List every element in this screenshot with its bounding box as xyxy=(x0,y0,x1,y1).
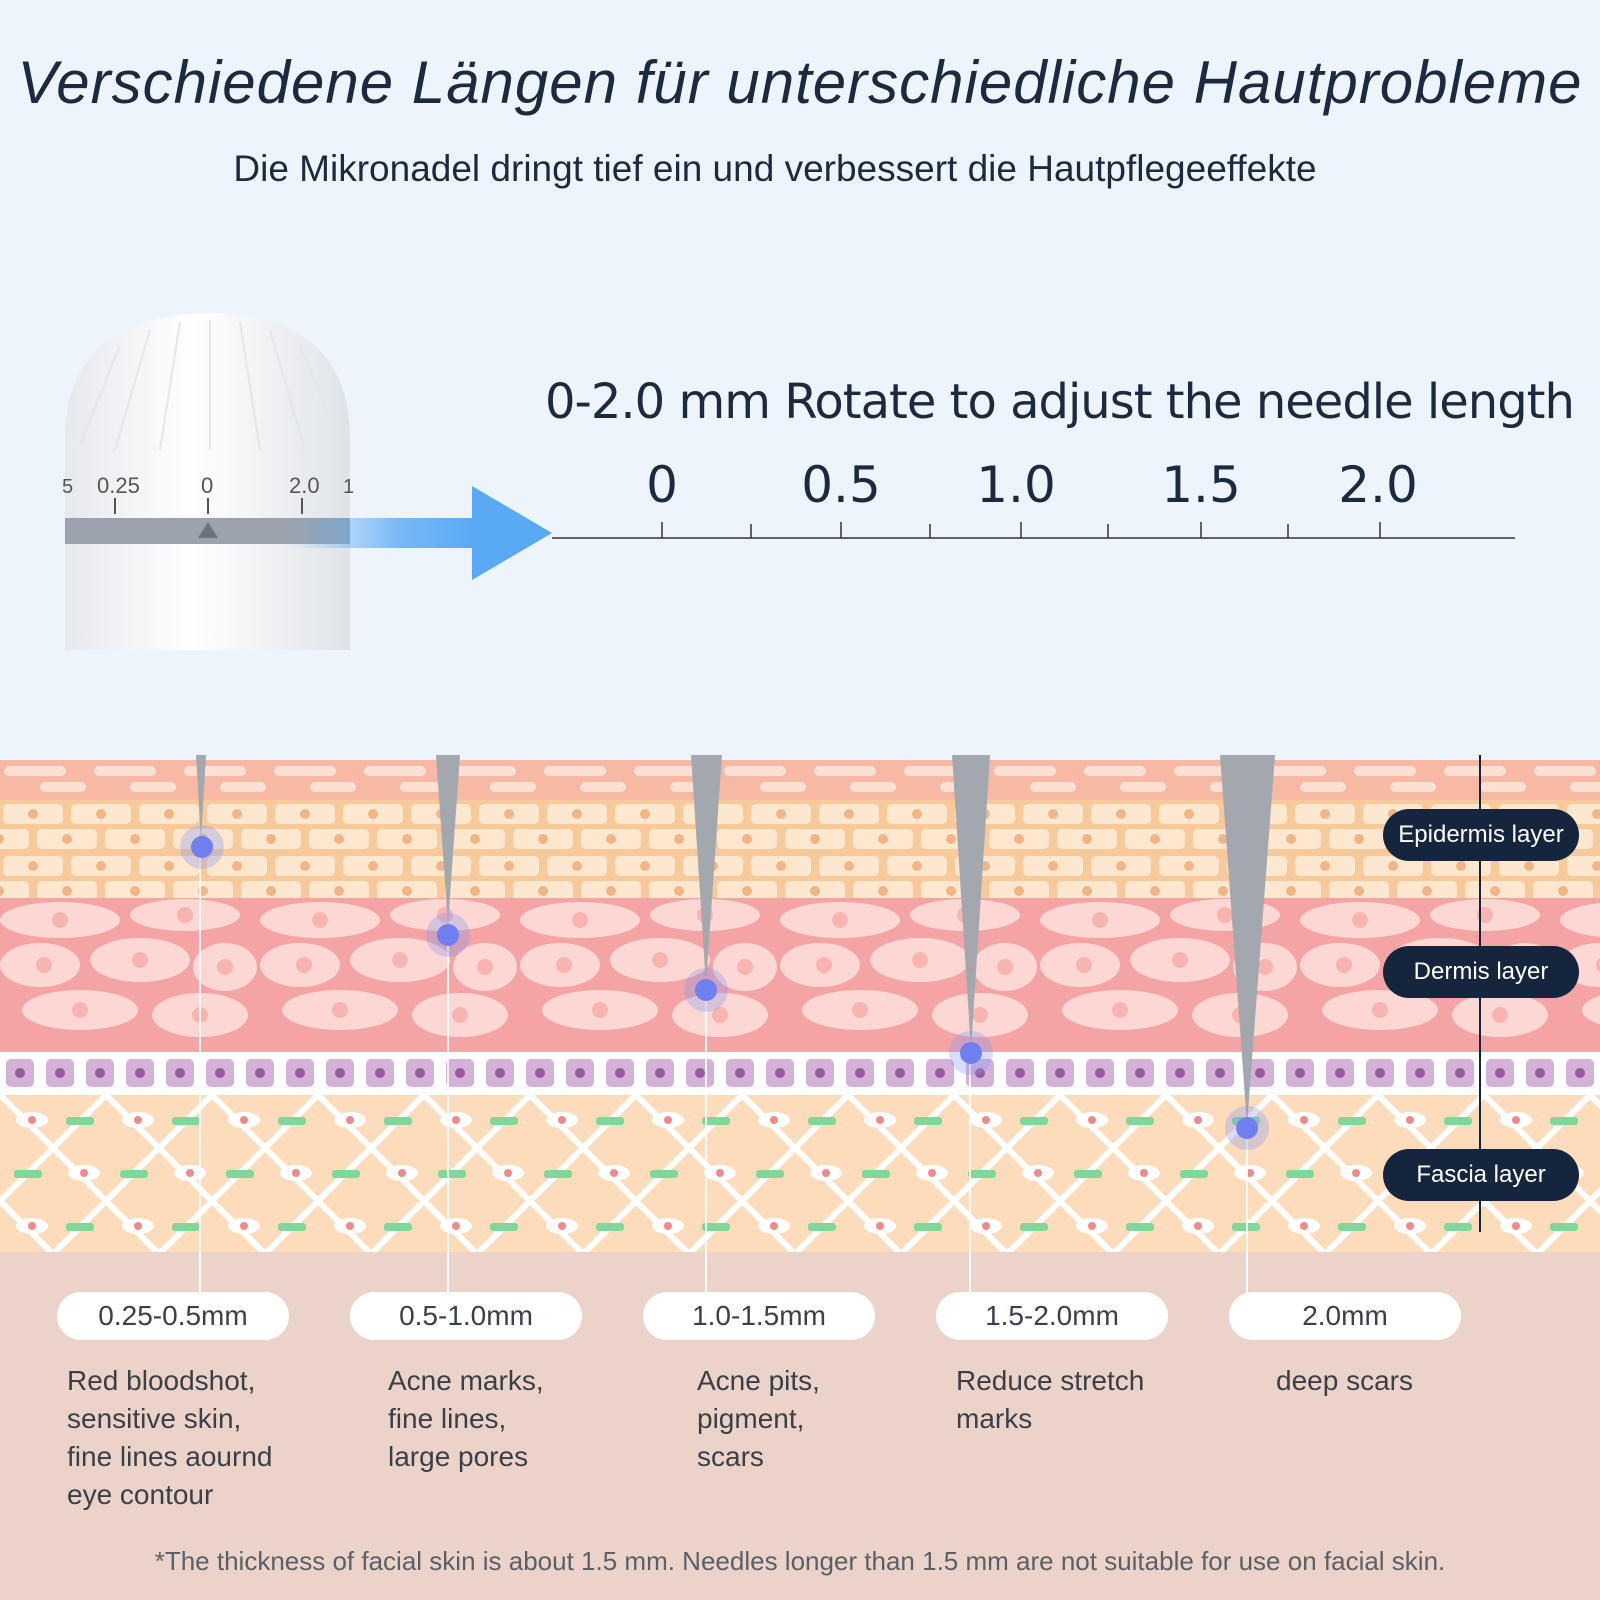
dial-label: 0.25 xyxy=(97,473,140,498)
needle-0-5mm xyxy=(436,755,460,925)
needle-0-25mm xyxy=(196,755,206,840)
needle-1-0mm xyxy=(691,755,722,985)
needle-range-badge: 0.25-0.5mm xyxy=(57,1292,289,1340)
ruler-tick-label: 0.5 xyxy=(801,456,881,514)
dial-label: 1 xyxy=(343,476,354,498)
dial-label: 0 xyxy=(201,473,213,498)
dermis-layer-label: Dermis layer xyxy=(1383,946,1579,998)
needle-use-description: Acne marks, fine lines, large pores xyxy=(388,1365,544,1472)
needle-range-badge: 1.5-2.0mm xyxy=(936,1292,1168,1340)
needle-1-5mm xyxy=(952,755,990,1050)
skin-cross-section xyxy=(0,755,1600,1255)
ruler-tick-label: 1.5 xyxy=(1161,456,1241,514)
needle-2-0mm xyxy=(1220,755,1275,1125)
scale-heading: 0-2.0 mm Rotate to adjust the needle len… xyxy=(545,374,1575,430)
needle-use-description: deep scars xyxy=(1276,1365,1413,1396)
needle-use-description: Acne pits, pigment, scars xyxy=(697,1365,820,1472)
dial-label: 2.0 xyxy=(289,473,320,498)
ruler-tick-label: 1.0 xyxy=(976,456,1056,514)
footnote: *The thickness of facial skin is about 1… xyxy=(154,1546,1446,1576)
fascia-layer-label: Fascia layer xyxy=(1383,1149,1579,1201)
dial-label: 5 xyxy=(62,476,73,498)
epidermis-layer-label: Epidermis layer xyxy=(1383,809,1579,861)
needle-use-description: Reduce stretch marks xyxy=(956,1365,1145,1434)
page-title: Verschiedene Längen für unterschiedliche… xyxy=(17,49,1583,116)
microneedle-device-illustration: 5 0.25 0 2.0 1 xyxy=(62,313,552,650)
needle-length-ruler xyxy=(552,522,1515,539)
ruler-tick-label: 2.0 xyxy=(1338,456,1418,514)
needle-range-badge: 2.0mm xyxy=(1229,1292,1461,1340)
guide-line-extensions xyxy=(199,1252,1248,1294)
needle-range-badge: 1.0-1.5mm xyxy=(643,1292,875,1340)
needle-range-badge: 0.5-1.0mm xyxy=(350,1292,582,1340)
page-subtitle: Die Mikronadel dringt tief ein und verbe… xyxy=(233,148,1317,189)
needle-use-description: Red bloodshot, sensitive skin, fine line… xyxy=(67,1365,273,1510)
ruler-tick-label: 0 xyxy=(646,456,678,514)
